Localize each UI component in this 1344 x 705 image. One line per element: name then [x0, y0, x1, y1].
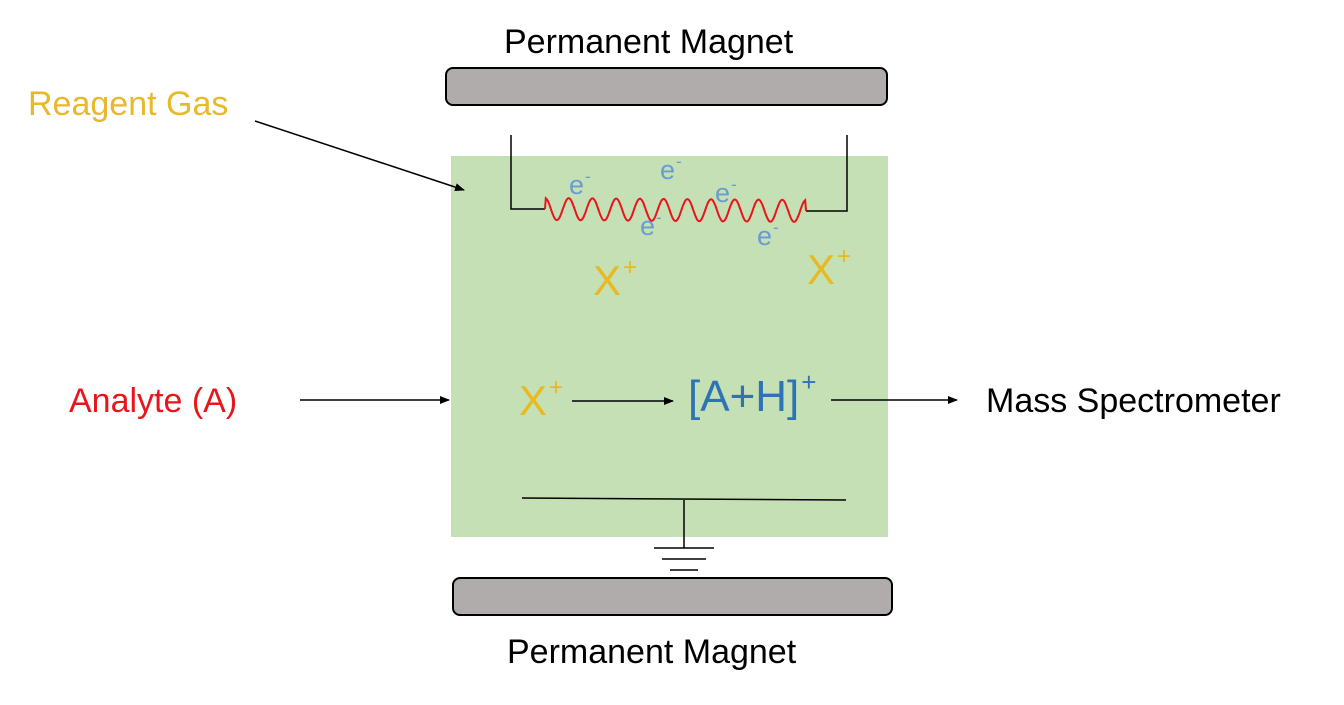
reagent-ion-2: X+ — [807, 243, 852, 293]
filament — [544, 196, 807, 223]
electron-2: e- — [660, 152, 682, 185]
mass-spectrometer-label: Mass Spectrometer — [986, 382, 1281, 420]
reagent-gas-label: Reagent Gas — [28, 85, 229, 123]
reagent-ion-1: X+ — [593, 254, 638, 304]
left-electrode-lead — [510, 135, 545, 210]
top-magnet-label: Permanent Magnet — [504, 23, 794, 61]
right-electrode-lead — [806, 135, 848, 212]
electron-5: e- — [757, 218, 779, 251]
bottom-magnet — [452, 577, 893, 616]
ion-source-chamber — [451, 156, 888, 537]
collector-plate — [521, 497, 847, 501]
bottom-magnet-label: Permanent Magnet — [507, 633, 797, 671]
electron-1: e- — [569, 167, 591, 200]
top-magnet — [445, 67, 888, 106]
reagent-ion-3: X+ — [519, 374, 564, 424]
protonated-analyte-ion: [A+H]+ — [688, 367, 817, 421]
reagent-gas-arrow — [254, 120, 465, 191]
analyte-label: Analyte (A) — [69, 382, 238, 420]
electron-4: e- — [640, 208, 662, 241]
electron-3: e- — [715, 175, 737, 208]
